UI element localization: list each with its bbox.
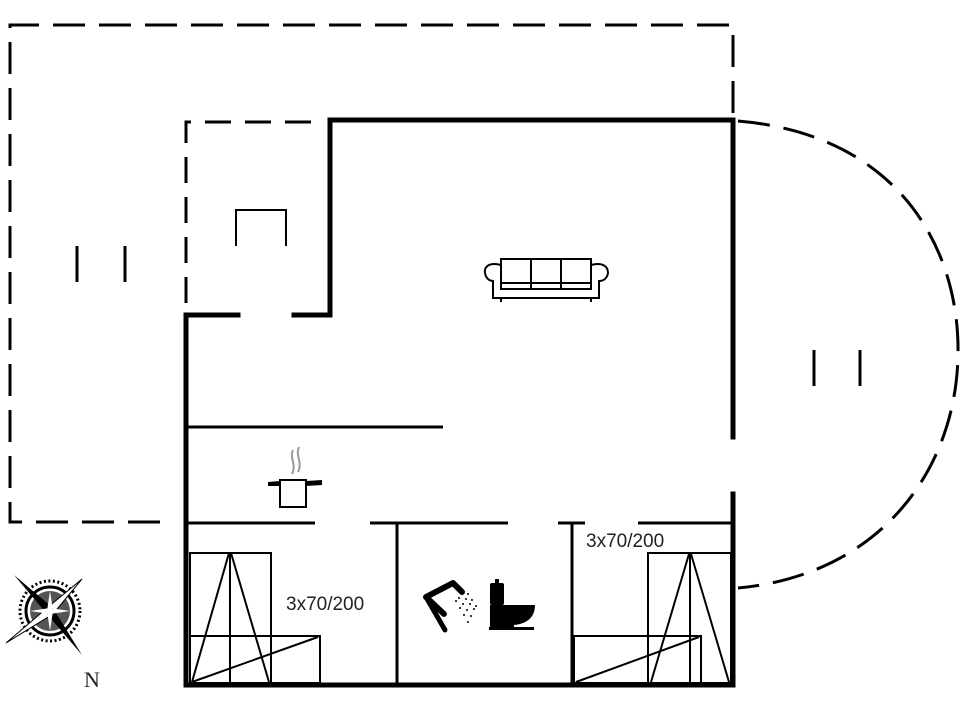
bedroom-left-label: 3x70/200 bbox=[286, 594, 365, 615]
cooking-pot-icon bbox=[268, 446, 322, 508]
bedroom-right-label: 3x70/200 bbox=[586, 531, 665, 552]
shower-icon bbox=[423, 580, 477, 633]
fireplace-icon bbox=[235, 209, 287, 246]
toilet-icon bbox=[489, 579, 535, 630]
exterior-walls bbox=[183, 117, 736, 688]
round-terrace-outline bbox=[737, 119, 960, 590]
north-label: N bbox=[84, 667, 100, 692]
terrace-outline bbox=[8, 23, 735, 524]
interior-walls bbox=[186, 425, 733, 685]
bunk-bed-icon bbox=[189, 552, 321, 684]
porch-outline bbox=[184, 120, 325, 303]
compass-rose-icon bbox=[5, 575, 83, 655]
terrace-markers bbox=[75, 246, 862, 386]
bunk-bed-icon bbox=[573, 552, 732, 684]
sofa-icon bbox=[483, 258, 610, 302]
